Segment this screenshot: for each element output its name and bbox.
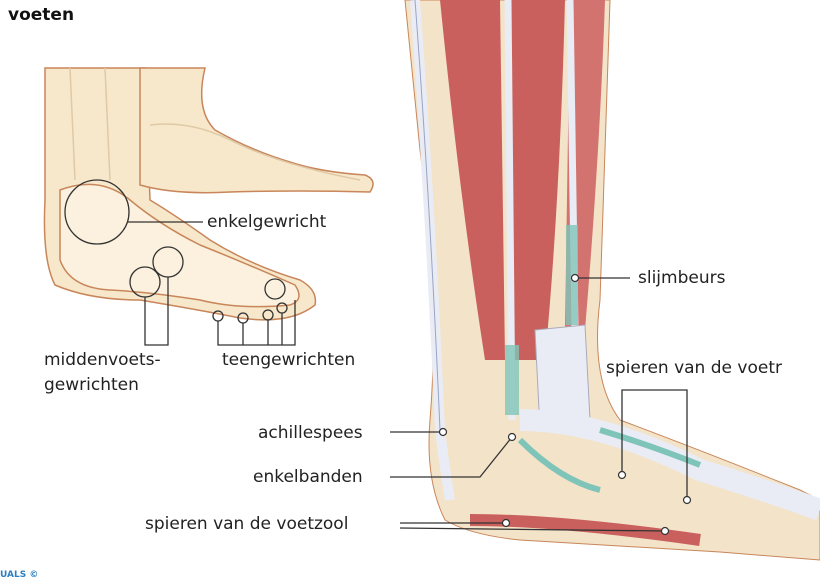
copyright-credit: UALS ©	[0, 570, 39, 580]
label-middenvoets-1: middenvoets-	[44, 350, 161, 370]
muscular-leg	[404, 0, 820, 561]
leader-lines-right	[390, 277, 688, 532]
leader-dots	[438, 273, 692, 536]
label-spieren-voetzool: spieren van de voetzool	[145, 514, 349, 534]
label-spieren-voetrug: spieren van de voetr	[606, 358, 782, 378]
skeleton-foot-top	[139, 67, 374, 194]
leader-lines-left	[128, 221, 296, 346]
label-middenvoets-2: gewrichten	[44, 375, 139, 395]
label-enkelgewricht: enkelgewricht	[207, 212, 327, 232]
label-teengewrichten: teengewrichten	[222, 350, 356, 370]
diagram-title: voeten	[8, 5, 75, 25]
label-achillespees: achillespees	[258, 423, 363, 443]
label-slijmbeurs: slijmbeurs	[638, 268, 726, 288]
label-enkelbanden: enkelbanden	[253, 467, 363, 487]
